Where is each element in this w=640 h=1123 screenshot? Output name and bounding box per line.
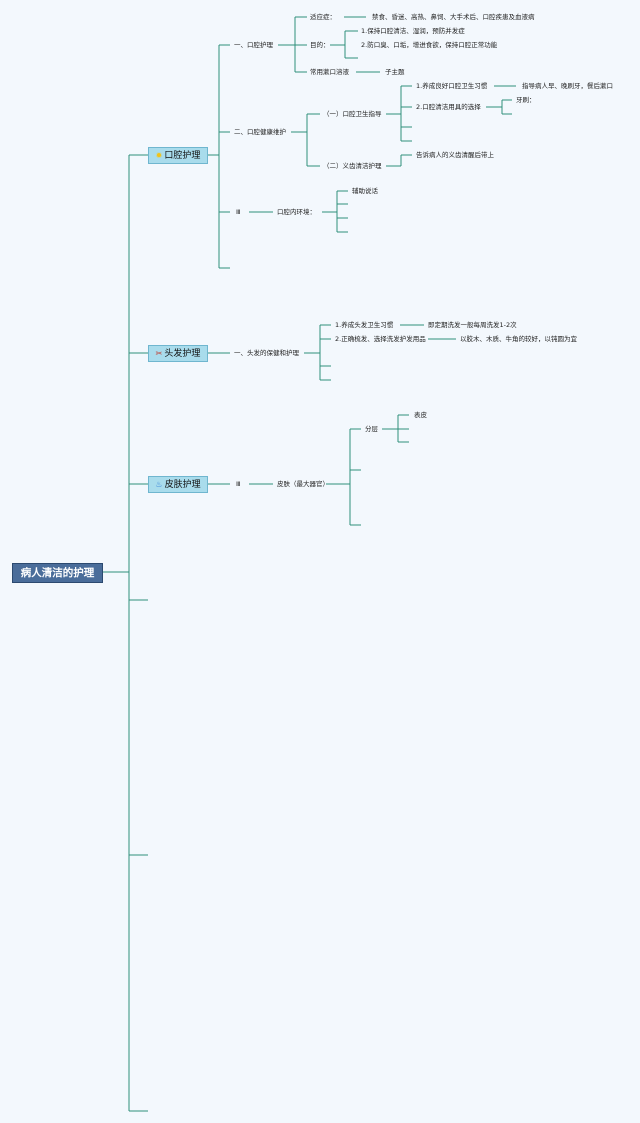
hair-section-1[interactable]: 一、头发的保健和护理 [234,349,299,357]
category-skin-care-label: 皮肤护理 [164,480,201,490]
root-node[interactable]: 病人清洁的护理 [12,563,103,583]
cleaning-tools[interactable]: 2.口腔清洁用具的选择 [416,103,481,111]
hair-habit-detail[interactable]: 即定期洗发一般每周洗发1-2次 [428,321,517,329]
category-oral-care-label: 口腔护理 [164,151,201,161]
oral-section-3[interactable]: Ⅲ [236,208,241,216]
mouthwash-label[interactable]: 常用漱口溶液 [310,68,349,76]
category-skin-care[interactable]: ♨皮肤护理 [148,476,208,493]
purpose-item-1[interactable]: 1.保持口腔清洁、湿润，预防并发症 [361,27,465,35]
oral-section-1[interactable]: 一、口腔护理 [234,41,273,49]
purpose-item-2[interactable]: 2.防口臭、口垢，增进食欲，保持口腔正常功能 [361,41,498,49]
scissors-icon: ✂ [155,349,163,358]
flame-icon: ♨ [155,480,163,489]
hair-products[interactable]: 2.正确梳发、选择洗发护发用品 [335,335,426,343]
toothbrush-label[interactable]: 牙刷： [516,96,536,104]
skin-organ[interactable]: 皮肤（最大器官） [277,480,329,488]
oral-environment-item-1[interactable]: 辅助说话 [352,187,378,195]
indication-label[interactable]: 适应症： [310,13,336,21]
hygiene-guidance[interactable]: （一）口腔卫生指导 [323,110,382,118]
oral-section-2[interactable]: 二、口腔健康维护 [234,128,286,136]
skin-section-1[interactable]: Ⅲ [236,480,241,488]
denture-care-detail[interactable]: 告诉病人的义齿清醒后带上 [416,151,494,159]
category-oral-care[interactable]: ✹口腔护理 [148,147,208,164]
indication-text[interactable]: 禁食、昏迷、高热、鼻饲、大手术后、口腔疾患及血液病 [372,13,535,21]
denture-care[interactable]: （二）义齿清洁护理 [323,162,382,170]
category-hair-care-label: 头发护理 [164,349,201,359]
oral-environment[interactable]: 口腔内环境： [277,208,316,216]
category-hair-care[interactable]: ✂头发护理 [148,345,208,362]
skin-layer-epidermis[interactable]: 表皮 [414,411,427,419]
hair-habit[interactable]: 1.养成头发卫生习惯 [335,321,394,329]
hygiene-habit[interactable]: 1.养成良好口腔卫生习惯 [416,82,488,90]
hygiene-habit-detail[interactable]: 指导病人早、晚刷牙，餐后漱口 [522,82,613,90]
skin-layers[interactable]: 分层 [365,425,378,433]
mouthwash-value[interactable]: 子主题 [385,68,405,76]
hair-products-detail[interactable]: 以胶木、木质、牛角的较好，以钝圆为宜 [460,335,577,343]
sun-icon: ✹ [155,151,163,160]
purpose-label[interactable]: 目的： [310,41,330,49]
